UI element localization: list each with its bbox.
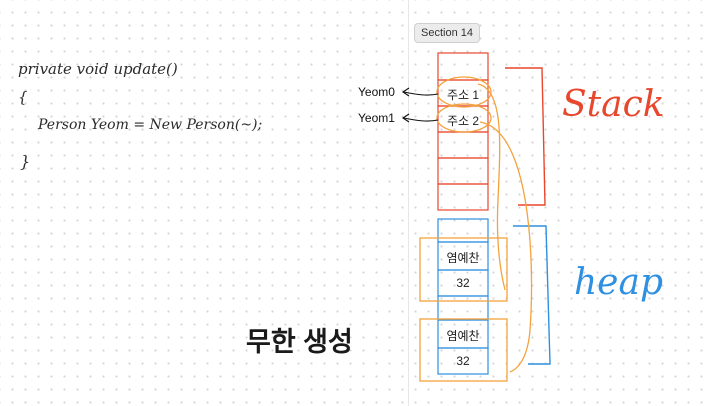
yeom0-arrowhead [402, 87, 410, 97]
stack-cell [437, 52, 489, 81]
yeom1-arrowhead [402, 113, 410, 123]
yeom0-arrow [403, 91, 439, 96]
reference-arrow-1 [477, 83, 506, 291]
heap-object-1-age: 32 [456, 276, 470, 290]
heap-object-2-name: 염예찬 [446, 329, 480, 343]
address-1-circle [436, 76, 492, 108]
stack-cell [437, 183, 489, 211]
stack-cell [437, 131, 489, 159]
heap-cell [437, 347, 489, 375]
heap-cells [437, 218, 489, 375]
stack-bracket [505, 67, 546, 206]
address-2-circle [436, 103, 492, 133]
heap-object-box-1 [419, 237, 508, 302]
var-label-yeom1: Yeom1 [358, 111, 395, 125]
heap-cell [437, 295, 489, 321]
stack-label: Stack [562, 84, 665, 125]
code-line-signature: private void update() [18, 60, 178, 78]
section-badge[interactable]: Section 14 [414, 23, 480, 43]
page-title: 무한 생성 [246, 327, 353, 357]
heap-object-1-name: 염예찬 [446, 251, 480, 265]
stack-address-2: 주소 2 [446, 114, 480, 128]
yeom1-arrow [403, 117, 439, 122]
heap-label: heap [574, 262, 663, 303]
section-divider [408, 0, 409, 406]
code-line-body: Person Yeom = New Person(~); [38, 117, 263, 133]
code-line-close-brace: } [20, 152, 31, 171]
reference-arrow-2 [479, 121, 533, 373]
stack-address-1: 주소 1 [446, 88, 480, 102]
stack-cell [437, 157, 489, 185]
code-line-open-brace: { [18, 88, 28, 106]
var-label-yeom0: Yeom0 [358, 85, 395, 99]
heap-object-box-2 [419, 318, 508, 382]
heap-object-2-age: 32 [456, 354, 470, 368]
heap-bracket [513, 225, 551, 365]
